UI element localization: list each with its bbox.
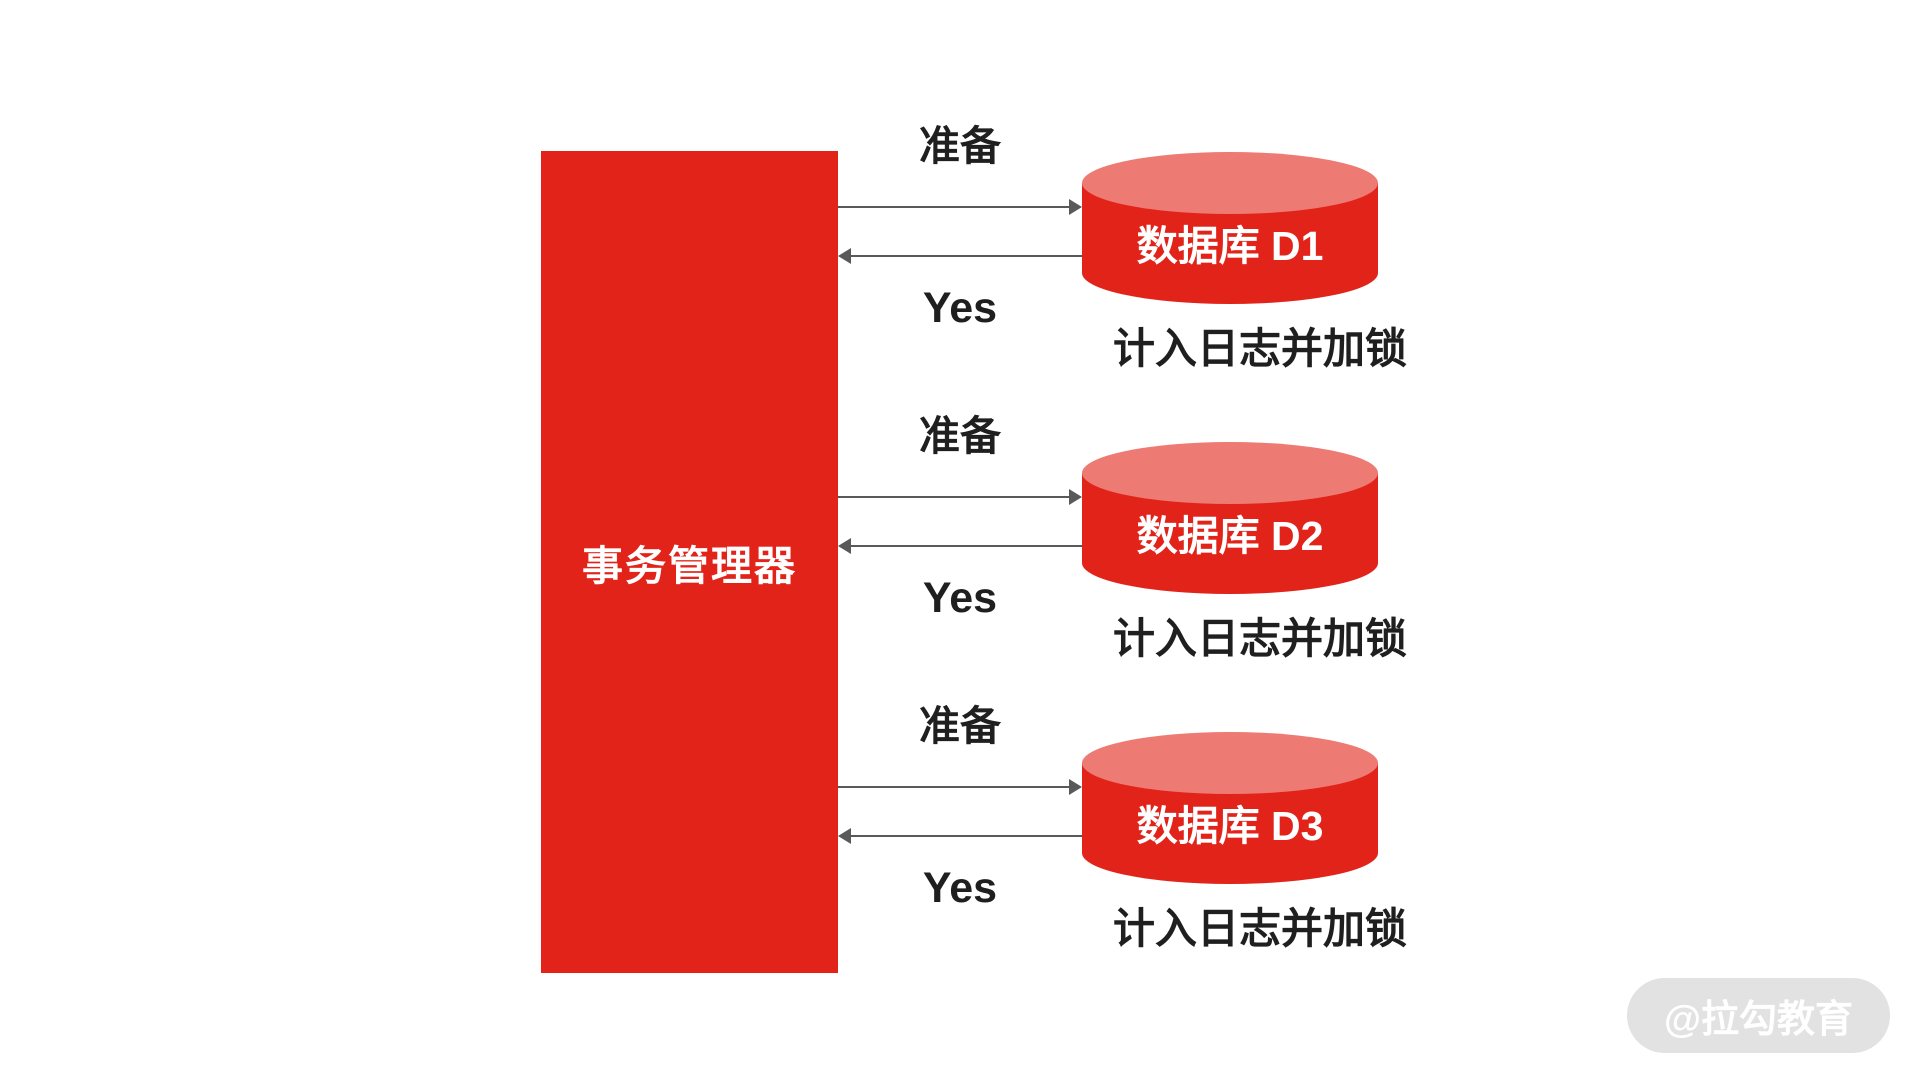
- database-label: 数据库 D3: [1136, 803, 1324, 849]
- prepare-label: 准备: [919, 703, 1001, 749]
- arrowhead-left-icon: [838, 538, 851, 554]
- watermark-label: @拉勾教育: [1663, 999, 1854, 1041]
- arrow-line: [838, 496, 1073, 498]
- cylinder-top: [1082, 732, 1378, 794]
- transaction-manager-label: 事务管理器: [582, 543, 797, 589]
- transaction-manager-box: 事务管理器: [541, 151, 838, 973]
- prepare-label: 准备: [919, 123, 1001, 169]
- db-group-3: 准备 Yes 数据库 D3 计入日志并加锁: [838, 704, 1458, 975]
- arrowhead-right-icon: [1069, 489, 1082, 505]
- arrow-line: [838, 786, 1073, 788]
- cylinder-top: [1082, 442, 1378, 504]
- db-group-1: 准备 Yes 数据库 D1 计入日志并加锁: [838, 124, 1458, 395]
- cylinder-top: [1082, 152, 1378, 214]
- arrow-line: [847, 255, 1082, 257]
- yes-arrow: [838, 248, 1082, 264]
- database-cylinder: 数据库 D3: [1082, 732, 1378, 884]
- arrow-line: [847, 545, 1082, 547]
- yes-label: Yes: [922, 864, 998, 912]
- arrowhead-right-icon: [1069, 779, 1082, 795]
- yes-arrow: [838, 828, 1082, 844]
- arrowhead-left-icon: [838, 828, 851, 844]
- prepare-label: 准备: [919, 413, 1001, 459]
- arrowhead-left-icon: [838, 248, 851, 264]
- log-lock-note: 计入日志并加锁: [1112, 325, 1407, 372]
- database-cylinder: 数据库 D1: [1082, 152, 1378, 304]
- arrow-line: [847, 835, 1082, 837]
- arrow-line: [838, 206, 1073, 208]
- database-label: 数据库 D1: [1136, 223, 1324, 269]
- watermark-badge: @拉勾教育: [1627, 978, 1890, 1053]
- yes-label: Yes: [922, 284, 998, 332]
- prepare-arrow: [838, 779, 1082, 795]
- yes-arrow: [838, 538, 1082, 554]
- log-lock-note: 计入日志并加锁: [1112, 905, 1407, 952]
- prepare-arrow: [838, 199, 1082, 215]
- log-lock-note: 计入日志并加锁: [1112, 615, 1407, 662]
- database-cylinder: 数据库 D2: [1082, 442, 1378, 594]
- yes-label: Yes: [922, 574, 998, 622]
- arrowhead-right-icon: [1069, 199, 1082, 215]
- db-group-2: 准备 Yes 数据库 D2 计入日志并加锁: [838, 414, 1458, 685]
- prepare-arrow: [838, 489, 1082, 505]
- database-label: 数据库 D2: [1136, 513, 1324, 559]
